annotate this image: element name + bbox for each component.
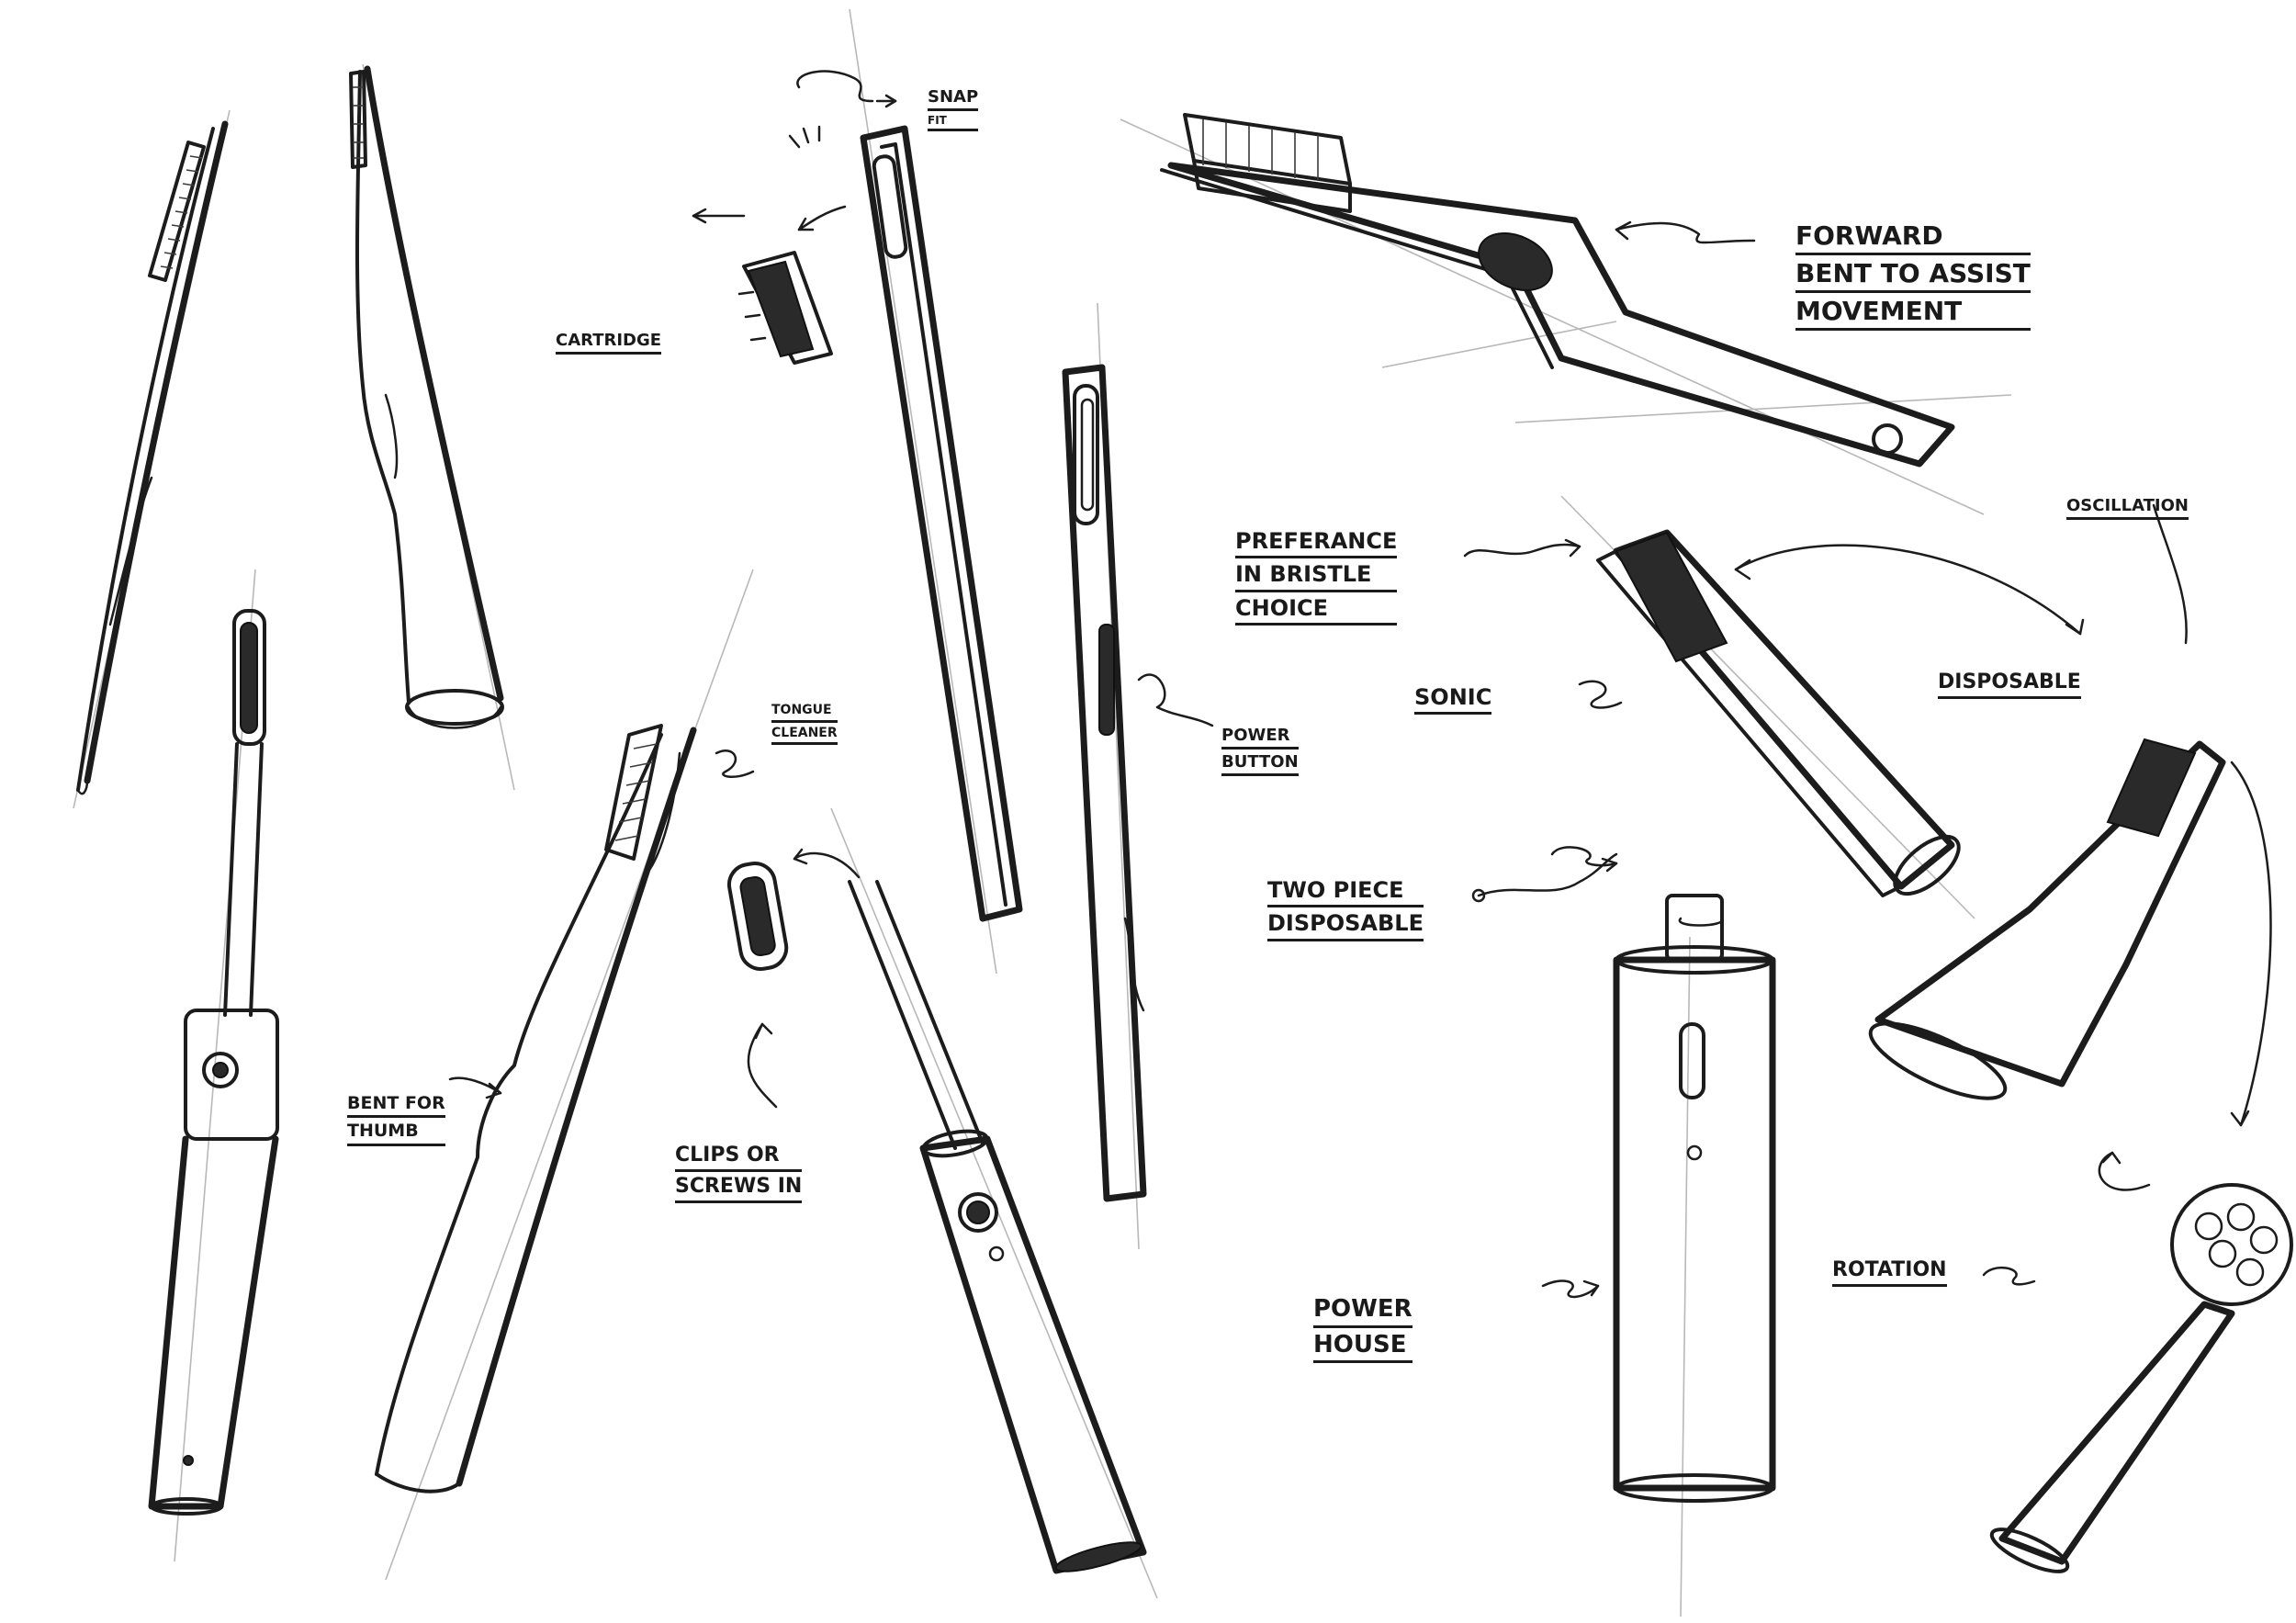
label-snap-fit: SNAP FIT: [928, 87, 979, 134]
label-disposable: DISPOSABLE: [1938, 671, 2081, 702]
thumb-bent-brush-sketch: [375, 724, 697, 1493]
grip-brush-bristles: [349, 70, 367, 169]
disposable-brush-sketch: [1463, 529, 1961, 897]
label-clips-or-screws-line2: SCREWS IN: [675, 1175, 803, 1203]
label-preferance: PREFERANCE IN BRISTLE CHOICE: [1235, 528, 1398, 628]
cartridge-head-sketch: [737, 70, 897, 365]
oscillation-brush-sketch: [1734, 503, 2272, 1127]
oval-cartridge-sketch: [726, 848, 861, 1109]
label-rotation-line1: ROTATION: [1832, 1258, 1947, 1287]
label-bent-for-thumb-line1: BENT FOR: [347, 1093, 445, 1119]
label-power-house-line1: POWER: [1313, 1295, 1412, 1328]
label-snap-fit-line1: SNAP: [928, 87, 979, 112]
label-rotation: ROTATION: [1832, 1258, 1947, 1290]
label-clips-or-screws-line1: CLIPS OR: [675, 1144, 803, 1172]
label-two-piece: TWO PIECE DISPOSABLE: [1267, 877, 1424, 944]
label-power-button-line1: POWER: [1221, 726, 1299, 750]
label-preferance-line2: IN BRISTLE: [1235, 561, 1398, 592]
label-preferance-line1: PREFERANCE: [1235, 528, 1398, 559]
label-forward-bent-line2: BENT TO ASSIST: [1795, 258, 2031, 294]
label-forward-bent: FORWARD BENT TO ASSIST MOVEMENT: [1795, 220, 2031, 333]
label-tongue-cleaner-line1: TONGUE: [771, 703, 838, 723]
label-snap-fit-line2: FIT: [928, 114, 979, 132]
label-two-piece-line2: DISPOSABLE: [1267, 910, 1424, 941]
label-power-button: POWER BUTTON: [1221, 726, 1299, 779]
slim-brush-sketch: [76, 120, 229, 795]
forward-bent-brush-sketch: [1160, 113, 1955, 468]
label-disposable-line1: DISPOSABLE: [1938, 671, 2081, 699]
label-tongue-cleaner: TONGUE CLEANER: [771, 703, 838, 748]
power-house-sketch: [1550, 846, 1776, 1503]
label-power-house: POWER HOUSE: [1313, 1295, 1412, 1366]
label-two-piece-line1: TWO PIECE: [1267, 877, 1424, 908]
label-oscillation: OSCILLATION: [2066, 496, 2189, 523]
rotation-brush-sketch: [1982, 1151, 2293, 1573]
label-sonic: SONIC: [1414, 684, 1492, 717]
label-bent-for-thumb: BENT FOR THUMB: [347, 1093, 445, 1149]
label-power-button-line2: BUTTON: [1221, 752, 1299, 777]
label-preferance-line3: CHOICE: [1235, 595, 1398, 626]
thumb-brush-bristles: [604, 724, 663, 861]
label-power-house-line2: HOUSE: [1313, 1331, 1412, 1364]
label-sonic-line1: SONIC: [1414, 684, 1492, 716]
fork-handle-sketch: [848, 880, 1147, 1574]
label-forward-bent-line1: FORWARD: [1795, 220, 2031, 256]
label-cartridge: CARTRIDGE: [556, 331, 662, 357]
grip-brush-sketch: [349, 65, 504, 729]
forward-bent-bristles: [1183, 113, 1352, 213]
label-tongue-cleaner-line2: CLEANER: [771, 726, 838, 746]
label-cartridge-line1: CARTRIDGE: [556, 331, 662, 355]
label-leaders: [692, 208, 1623, 1299]
label-bent-for-thumb-line2: THUMB: [347, 1121, 445, 1146]
construction-guides: [73, 8, 2012, 1617]
front-view-brush-sketch: [148, 609, 279, 1516]
slim-brush-bristles: [148, 141, 206, 282]
power-button-handle-sketch: [1062, 364, 1214, 1202]
label-forward-bent-line3: MOVEMENT: [1795, 296, 2031, 332]
long-handle-sketch: [860, 125, 1023, 922]
label-clips-or-screws: CLIPS OR SCREWS IN: [675, 1144, 803, 1206]
label-oscillation-line1: OSCILLATION: [2066, 496, 2189, 521]
